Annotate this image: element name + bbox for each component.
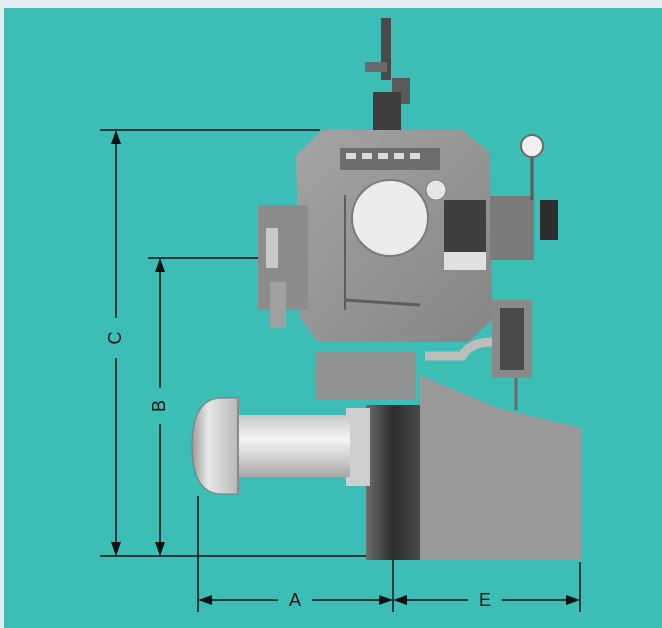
arrow-a-left-icon [198, 595, 212, 605]
control-unit-label [444, 252, 486, 270]
neck-block [316, 352, 416, 400]
mounting-flange [366, 405, 420, 560]
arrow-a-right-icon [379, 595, 393, 605]
lower-housing [420, 375, 582, 560]
top-bracket [365, 62, 387, 72]
dim-label-c: C [105, 332, 125, 345]
left-connector [270, 282, 286, 328]
dimension-lines [100, 129, 581, 612]
dim-label-b: B [149, 400, 169, 412]
left-sight-glass [266, 228, 278, 268]
dim-label-a: A [289, 590, 301, 610]
indicator-5 [410, 153, 420, 159]
gas-pipe [425, 337, 493, 361]
fan-bolt [425, 179, 447, 201]
arrow-e-right-icon [566, 595, 580, 605]
arrow-c-top-icon [111, 130, 121, 144]
top-block [373, 92, 401, 132]
arrowheads [111, 130, 580, 605]
dim-label-e: E [479, 590, 491, 610]
arrow-e-left-icon [393, 595, 407, 605]
pressure-gauge [520, 134, 544, 158]
filter-window [500, 308, 524, 370]
arrow-c-bottom-icon [111, 542, 121, 556]
combustion-tube [232, 415, 350, 477]
burner-head [191, 397, 239, 495]
fan-disc [351, 179, 429, 257]
control-unit [444, 200, 486, 252]
indicator-1 [346, 153, 356, 159]
arrow-b-top-icon [155, 258, 165, 272]
indicator-3 [378, 153, 388, 159]
arrow-b-bottom-icon [155, 542, 165, 556]
top-rod [381, 18, 391, 80]
indicator-4 [394, 153, 404, 159]
indicator-2 [362, 153, 372, 159]
burner-illustration [191, 18, 582, 560]
valve-body [490, 196, 534, 260]
linkage-arm [344, 298, 421, 307]
valve-actuator [540, 200, 558, 240]
